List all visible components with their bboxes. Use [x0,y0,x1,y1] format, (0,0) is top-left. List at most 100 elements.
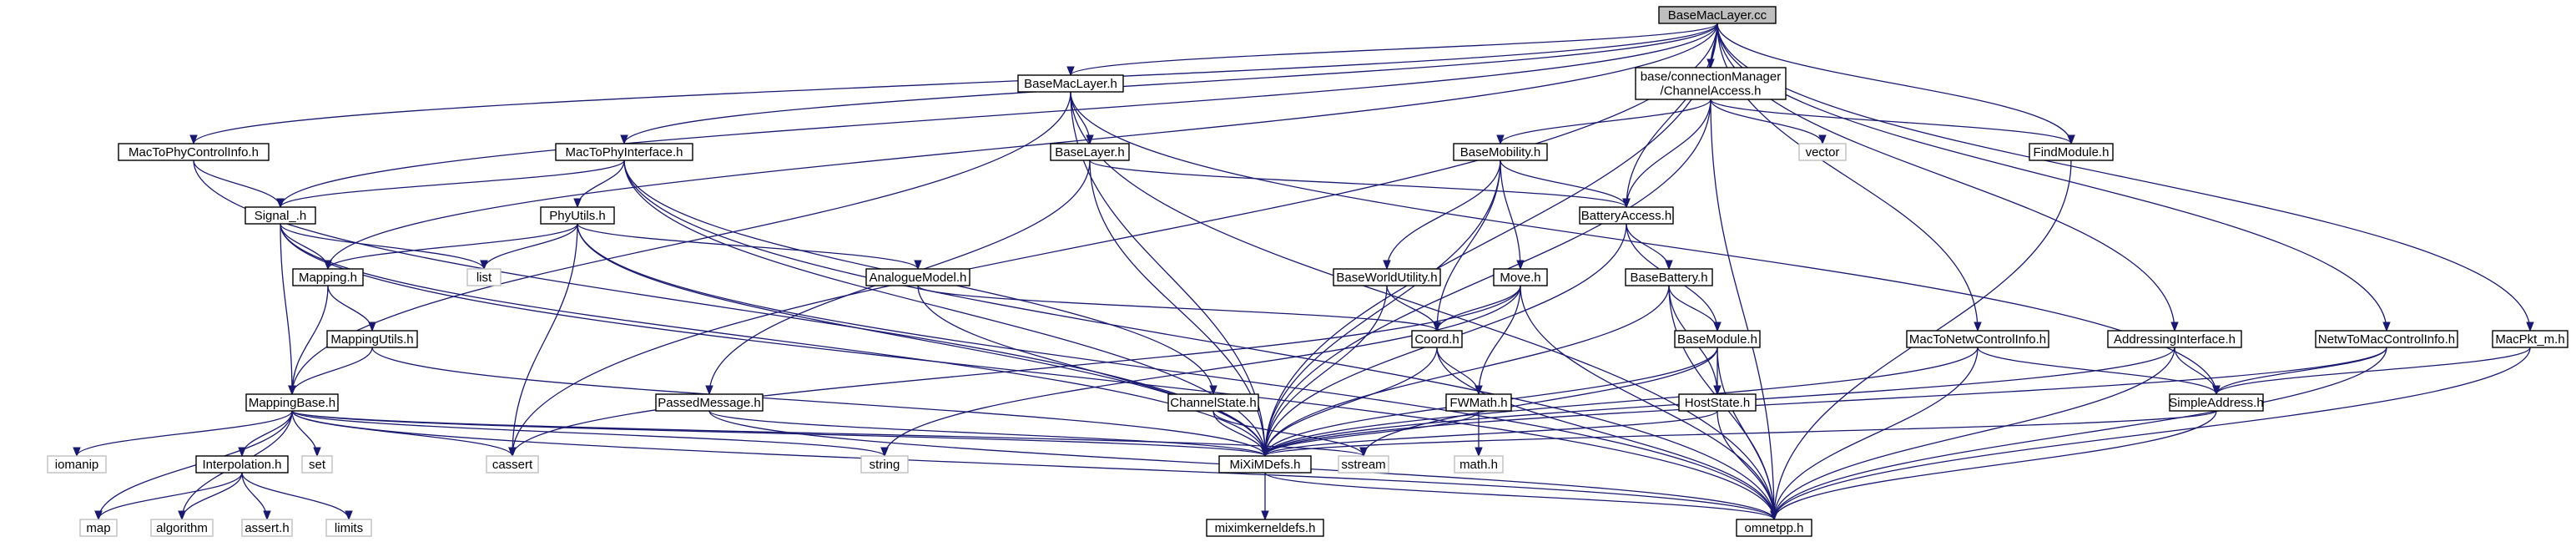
include-edge [1710,99,1827,145]
include-edge-line [1626,99,1711,208]
node-channel-state-h[interactable]: ChannelState.h [1167,393,1259,412]
include-edge [178,472,243,521]
include-edge-line [280,223,293,395]
node-mac-pkt-m-h[interactable]: MacPkt_m.h [2492,330,2568,348]
node-interpolation-h[interactable]: Interpolation.h [195,455,289,474]
node-box [1411,330,1463,348]
include-edge-line [577,223,1775,520]
node-label: /ChannelAccess.h [1661,84,1762,99]
include-edge-line [1773,347,2387,520]
node-label: assert.h [244,521,289,535]
node-label: limits [335,521,363,535]
arrowhead-icon [189,134,198,145]
node-simple-address-h[interactable]: SimpleAddress.h [2169,393,2264,412]
node-box [1625,268,1713,286]
node-label: math.h [1459,458,1498,472]
node-host-state-h[interactable]: HostState.h [1678,393,1757,412]
node-base-mac-layer-cc[interactable]: BaseMacLayer.cc [1658,6,1777,24]
node-label: HostState.h [1685,396,1750,410]
arrowhead-icon [1086,134,1094,145]
node-addressing-interface-h[interactable]: AddressingInterface.h [2107,330,2242,348]
include-edge-line [1264,410,1718,457]
include-edge-line [1500,160,1521,270]
include-edge-line [1478,285,1521,395]
include-edge [291,410,517,458]
node-mac-to-phy-control-info-h[interactable]: MacToPhyControlInfo.h [118,143,270,161]
node-label: SimpleAddress.h [2169,396,2263,410]
include-edge [1668,285,1722,332]
include-edge-line [917,285,1438,332]
include-edge-line [1264,99,1711,457]
node-label: list [476,271,492,285]
node-label: Interpolation.h [202,458,281,472]
include-edge-line [280,223,485,270]
node-label: BaseModule.h [1677,332,1757,347]
include-edge-line [291,410,318,457]
node-mac-to-phy-interface-h[interactable]: MacToPhyInterface.h [555,143,693,161]
include-edge [880,285,1521,458]
node-label: ChannelState.h [1170,396,1256,410]
node-battery-access-h[interactable]: BatteryAccess.h [1579,206,1674,225]
node-analogue-model-h[interactable]: AnalogueModel.h [865,268,970,286]
node-box [466,268,502,286]
node-base-connection-manager-channel-access-h[interactable]: base/connectionManager/ChannelAccess.h [1635,67,1787,100]
include-edge-line [371,347,1266,457]
include-edge [1261,347,1438,458]
node-passed-message-h[interactable]: PassedMessage.h [655,393,764,412]
node-mapping-utils-h[interactable]: MappingUtils.h [326,330,418,348]
node-base-mobility-h[interactable]: BaseMobility.h [1453,143,1548,161]
node-box [150,519,214,537]
node-label: BatteryAccess.h [1581,209,1671,223]
include-edge-line [291,410,885,457]
node-box [2029,143,2114,161]
node-box [860,455,909,474]
node-coord-h[interactable]: Coord.h [1411,330,1463,348]
include-edge-line [1716,23,2531,332]
include-edge-line [98,472,243,520]
node-label: PassedMessage.h [658,396,760,410]
node-box [1445,393,1512,412]
node-base-battery-h[interactable]: BaseBattery.h [1625,268,1713,286]
node-label: NetwToMacControlInfo.h [2318,332,2455,347]
node-box [79,519,118,537]
node-mac-to-netw-control-info-h[interactable]: MacToNetwControlInfo.h [1906,330,2049,348]
node-label: MappingUtils.h [330,332,413,347]
arrowhead-icon [1974,322,1982,332]
node-signal-h[interactable]: Signal_.h [244,206,316,225]
node-netw-to-mac-control-info-h[interactable]: NetwToMacControlInfo.h [2315,330,2458,348]
node-box [655,393,764,412]
node-box [1338,455,1389,474]
node-base-mac-layer-h[interactable]: BaseMacLayer.h [1017,74,1124,93]
arrowhead-icon [1665,260,1673,271]
node-find-module-h[interactable]: FindModule.h [2029,143,2114,161]
node-mi-xi-mdefs-h[interactable]: MiXiMDefs.h [1218,455,1312,474]
include-edge [1264,472,1778,521]
node-omnetpp-h[interactable]: omnetpp.h [1736,519,1812,537]
node-label: vector [1806,145,1840,160]
node-label: BaseBattery.h [1630,271,1707,285]
include-edge [1359,347,1718,458]
node-label: cassert [492,458,533,472]
include-edge-line [623,160,1775,520]
include-edge [371,347,1269,458]
node-label: AddressingInterface.h [2114,332,2236,347]
node-fwmath-h[interactable]: FWMath.h [1445,393,1512,412]
node-base-world-utility-h[interactable]: BaseWorldUtility.h [1333,268,1441,286]
node-mapping-h[interactable]: Mapping.h [292,268,364,286]
node-mapping-base-h[interactable]: MappingBase.h [245,393,339,412]
include-edge [1070,91,1094,145]
include-edge [1716,23,2534,332]
node-phy-utils-h[interactable]: PhyUtils.h [540,206,615,225]
arrowhead-icon [2170,322,2179,332]
arrowhead-icon [1713,385,1722,396]
node-miximkerneldefs-h[interactable]: miximkerneldefs.h [1206,519,1324,537]
arrowhead-icon [1622,198,1631,209]
node-base-module-h[interactable]: BaseModule.h [1674,330,1761,348]
include-edge [193,160,285,209]
include-edge-line [1773,347,2531,520]
include-edge [1500,160,1525,271]
node-base-layer-h[interactable]: BaseLayer.h [1050,143,1130,161]
include-edge [1261,285,1670,458]
node-move-h[interactable]: Move.h [1493,268,1548,286]
